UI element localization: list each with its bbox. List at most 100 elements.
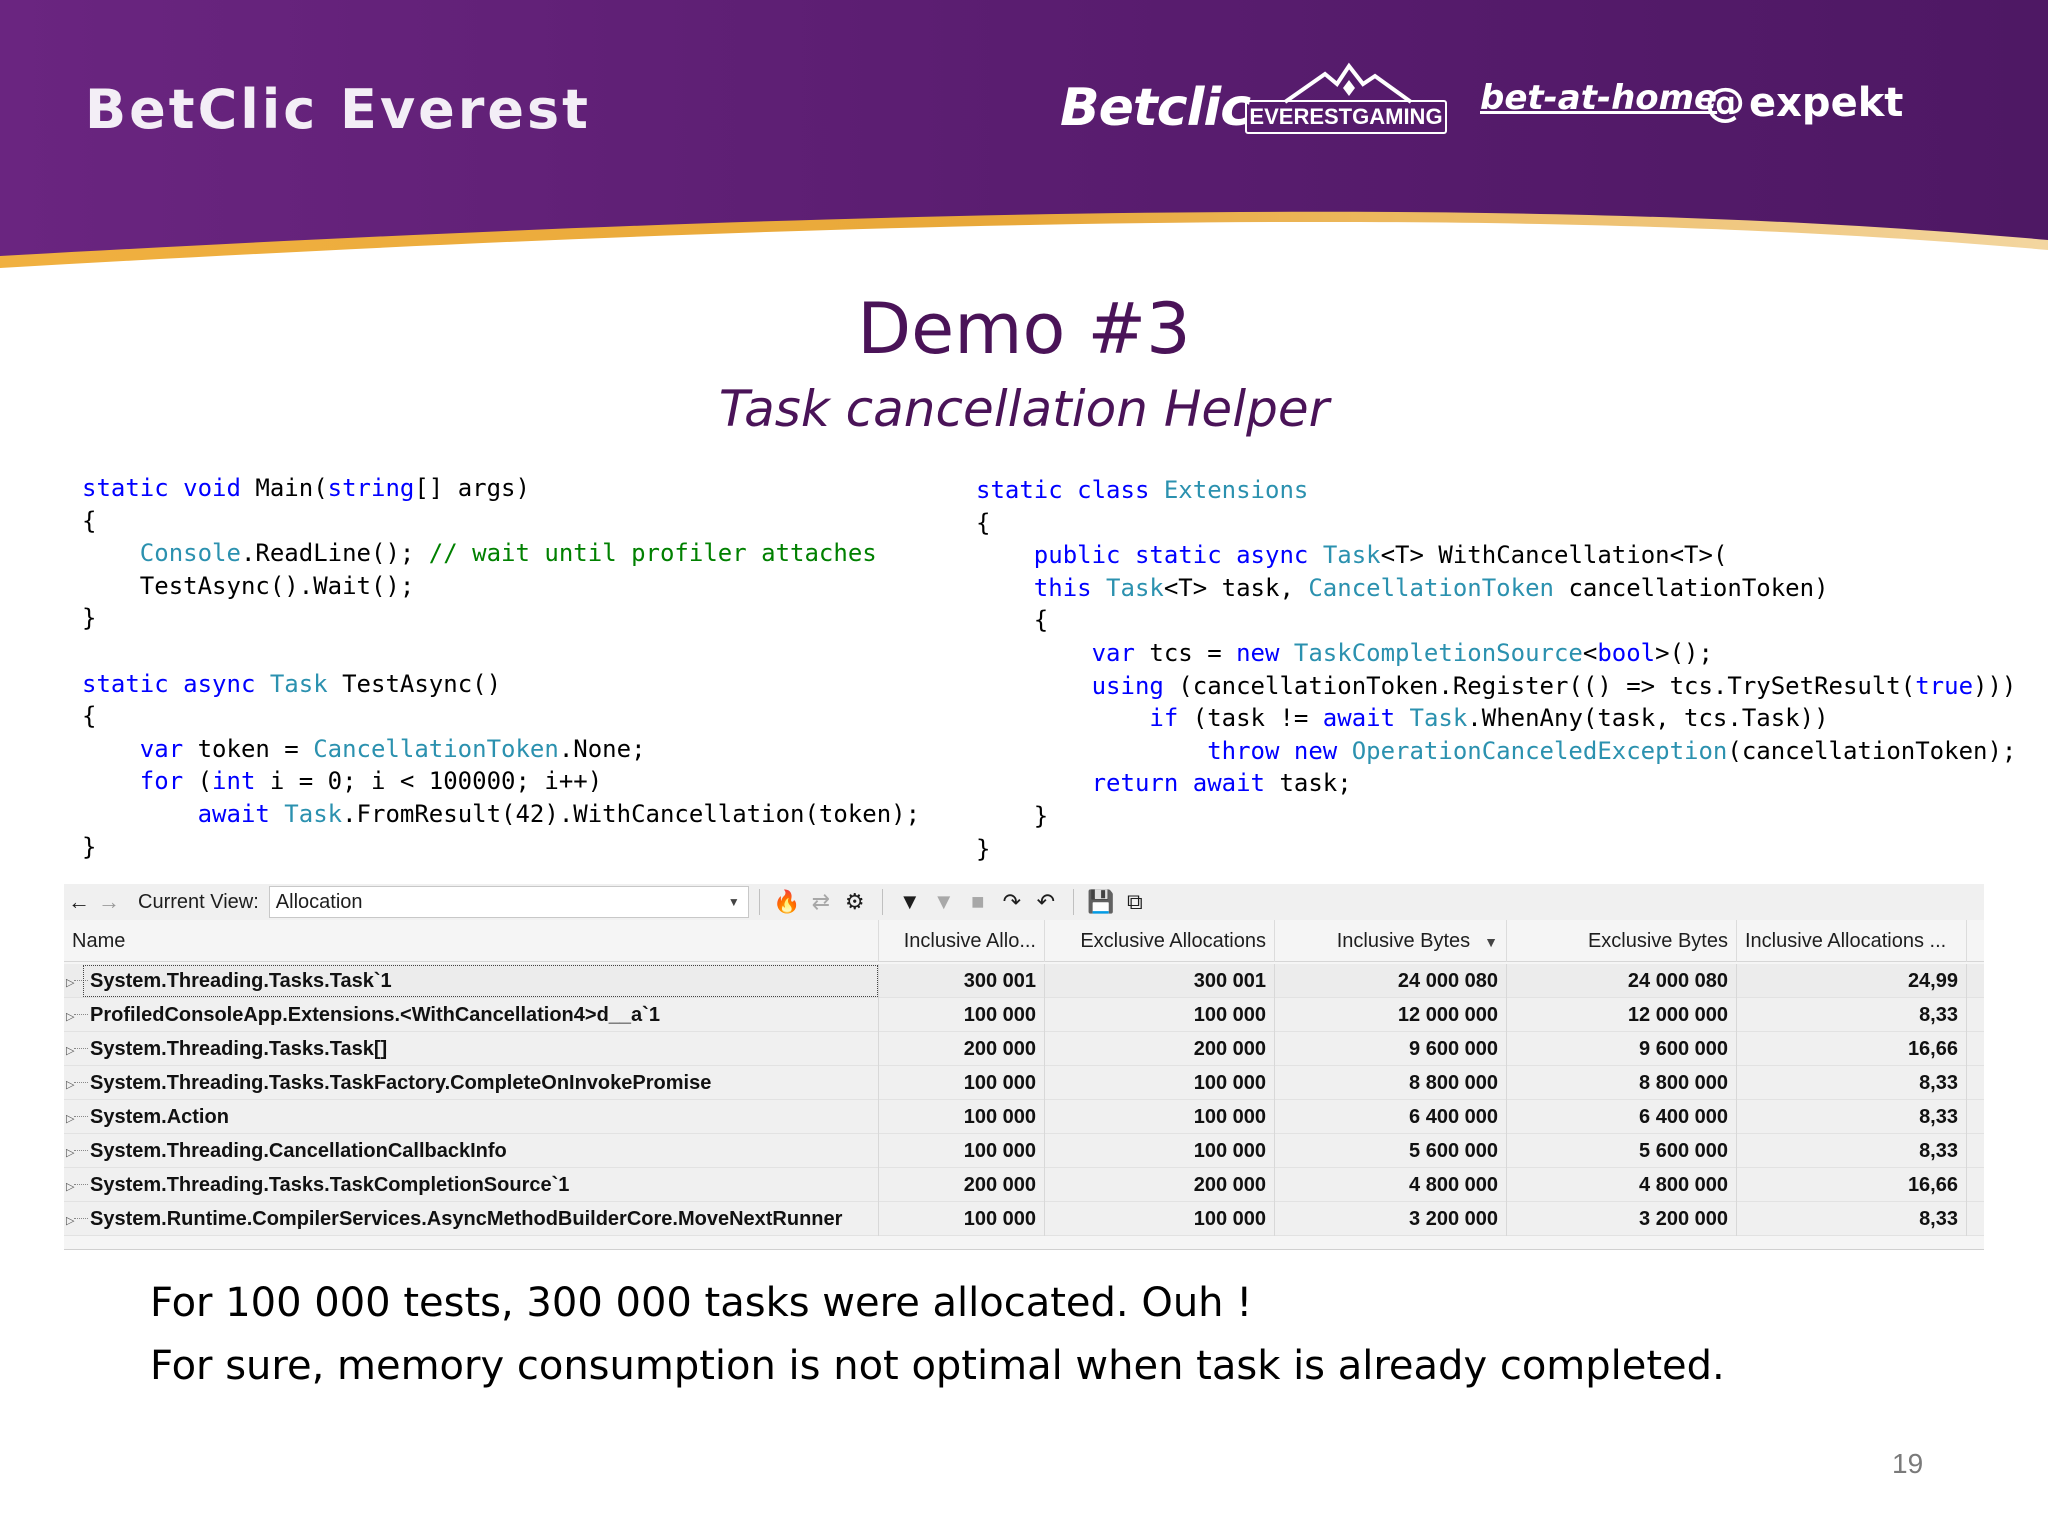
column-header-inclusive-allocations[interactable]: Inclusive Allo... xyxy=(879,920,1045,962)
code-token: Extensions xyxy=(1163,476,1309,504)
code-line: } xyxy=(976,833,2016,866)
filter-collapse-icon[interactable]: ↶ xyxy=(1036,889,1056,914)
code-token: static xyxy=(82,474,184,502)
table-row[interactable]: ▷ System.Runtime.CompilerServices.AsyncMe… xyxy=(64,1202,1984,1236)
code-token: i = 0; i < 100000; i++) xyxy=(269,767,603,796)
cell-incl-alloc: 200 000 xyxy=(879,1032,1045,1066)
code-token: CancellationToken xyxy=(313,734,559,763)
filter-clear-icon[interactable]: ▼ xyxy=(932,889,955,914)
code-line: Console.ReadLine(); // wait until profil… xyxy=(82,537,920,570)
expand-arrow-icon[interactable]: ▷ xyxy=(66,977,75,989)
code-line: { xyxy=(976,604,2016,637)
cell-incl-alloc: 200 000 xyxy=(879,1168,1045,1202)
flame-icon[interactable]: 🔥 xyxy=(773,889,801,914)
code-token: { xyxy=(82,506,97,535)
expand-arrow-icon[interactable]: ▷ xyxy=(66,1147,75,1159)
cell-incl-alloc: 100 000 xyxy=(879,1066,1045,1100)
code-token: this xyxy=(1033,573,1107,602)
cell-incl-bytes: 4 800 000 xyxy=(1275,1168,1507,1202)
code-token: } xyxy=(976,801,1049,830)
column-header-exclusive-allocations[interactable]: Exclusive Allocations xyxy=(1045,920,1275,962)
tree-connector xyxy=(74,1184,88,1185)
current-view-select[interactable]: Allocation ▼ xyxy=(268,886,749,918)
profiler-panel: ← → Current View: Allocation ▼ 🔥 ⇄ ⚙ ▼ ▼… xyxy=(64,884,1984,1250)
code-token: ( xyxy=(197,767,213,796)
code-line: using (cancellationToken.Register(() => … xyxy=(976,670,2017,703)
code-token xyxy=(976,574,1034,602)
code-token: { xyxy=(976,508,991,537)
code-token: using xyxy=(1091,671,1179,700)
hot-path-icon[interactable]: ⇄ xyxy=(811,889,831,914)
column-header-name[interactable]: Name xyxy=(64,920,879,962)
slide-title: Demo #3 xyxy=(857,288,1191,370)
code-token: } xyxy=(82,832,97,861)
cell-name: System.Runtime.CompilerServices.AsyncMet… xyxy=(82,1202,879,1236)
code-token xyxy=(82,539,140,567)
code-token: new xyxy=(1293,736,1352,765)
compare-icon[interactable]: ⧉ xyxy=(1126,889,1143,914)
code-token: string xyxy=(327,474,415,502)
everest-gaming-text: EVERESTGAMING xyxy=(1245,100,1447,134)
expand-arrow-icon[interactable]: ▷ xyxy=(66,1079,75,1091)
expand-arrow-icon[interactable]: ▷ xyxy=(66,1113,75,1125)
code-token: [] args) xyxy=(414,474,530,502)
code-token: bool xyxy=(1597,638,1656,667)
back-arrow-icon[interactable]: ← xyxy=(68,889,90,914)
mountain-icon xyxy=(1283,62,1413,104)
expand-arrow-icon[interactable]: ▷ xyxy=(66,1181,75,1193)
column-header-inclusive-bytes[interactable]: Inclusive Bytes▼ xyxy=(1275,920,1507,962)
cell-excl-alloc: 300 001 xyxy=(1045,964,1275,998)
cell-incl-bytes: 6 400 000 xyxy=(1275,1100,1507,1134)
cell-pct: 8,33 xyxy=(1737,1066,1967,1100)
cell-name: System.Action xyxy=(82,1100,879,1134)
code-line: throw new OperationCanceledException(can… xyxy=(976,735,2016,768)
code-line: TestAsync().Wait(); xyxy=(82,570,920,603)
code-token: static xyxy=(82,669,184,698)
banner-background xyxy=(0,0,2048,268)
code-token xyxy=(82,800,198,828)
filter-expand-icon[interactable]: ↷ xyxy=(1002,889,1022,914)
cell-incl-alloc: 100 000 xyxy=(879,1202,1045,1236)
cell-excl-bytes: 5 600 000 xyxy=(1507,1134,1737,1168)
code-token: void xyxy=(183,474,256,502)
code-token: CancellationToken xyxy=(1308,573,1569,602)
expekt-text: expekt xyxy=(1749,80,1904,126)
profiler-toolbar: ← → Current View: Allocation ▼ 🔥 ⇄ ⚙ ▼ ▼… xyxy=(64,884,1984,920)
stop-icon[interactable]: ■ xyxy=(971,889,985,914)
cell-excl-alloc: 100 000 xyxy=(1045,1066,1275,1100)
save-icon[interactable]: 💾 xyxy=(1087,889,1115,914)
expekt-logo: @expekt xyxy=(1705,80,1903,126)
code-token: return xyxy=(1091,769,1193,798)
cell-excl-bytes: 12 000 000 xyxy=(1507,998,1737,1032)
expand-arrow-icon[interactable]: ▷ xyxy=(66,1045,75,1057)
expand-arrow-icon[interactable]: ▷ xyxy=(66,1215,75,1227)
column-header-inclusive-allocations-pct[interactable]: Inclusive Allocations ... xyxy=(1737,920,1967,962)
cell-incl-alloc: 300 001 xyxy=(879,964,1045,998)
tree-connector xyxy=(74,1014,88,1015)
table-row[interactable]: ▷System.Threading.CancellationCallbackIn… xyxy=(64,1134,1984,1168)
column-header-exclusive-bytes[interactable]: Exclusive Bytes xyxy=(1507,920,1737,962)
code-token: throw xyxy=(1207,736,1294,765)
gear-icon[interactable]: ⚙ xyxy=(844,889,865,914)
table-row[interactable]: ▷ ProfiledConsoleApp.Extensions.<WithCanc… xyxy=(64,998,1984,1032)
table-header: Name Inclusive Allo... Exclusive Allocat… xyxy=(64,920,1984,962)
code-token: async xyxy=(183,669,270,698)
filter-icon[interactable]: ▼ xyxy=(898,889,921,914)
code-token xyxy=(976,541,1034,569)
code-token: Task xyxy=(269,669,343,698)
cell-name: ProfiledConsoleApp.Extensions.<WithCance… xyxy=(82,998,879,1032)
forward-arrow-icon[interactable]: → xyxy=(98,889,120,914)
expand-arrow-icon[interactable]: ▷ xyxy=(66,1011,75,1023)
cell-pct: 16,66 xyxy=(1737,1168,1967,1202)
table-row[interactable]: ▷System.Threading.Tasks.TaskFactory.Comp… xyxy=(64,1066,1984,1100)
code-token: class xyxy=(1077,476,1164,504)
code-token: true xyxy=(1915,671,1974,700)
table-row[interactable]: ▷System.Threading.Tasks.TaskCompletionSo… xyxy=(64,1168,1984,1202)
code-token: Task xyxy=(1409,704,1468,733)
cell-excl-alloc: 200 000 xyxy=(1045,1168,1275,1202)
cell-incl-bytes: 5 600 000 xyxy=(1275,1134,1507,1168)
